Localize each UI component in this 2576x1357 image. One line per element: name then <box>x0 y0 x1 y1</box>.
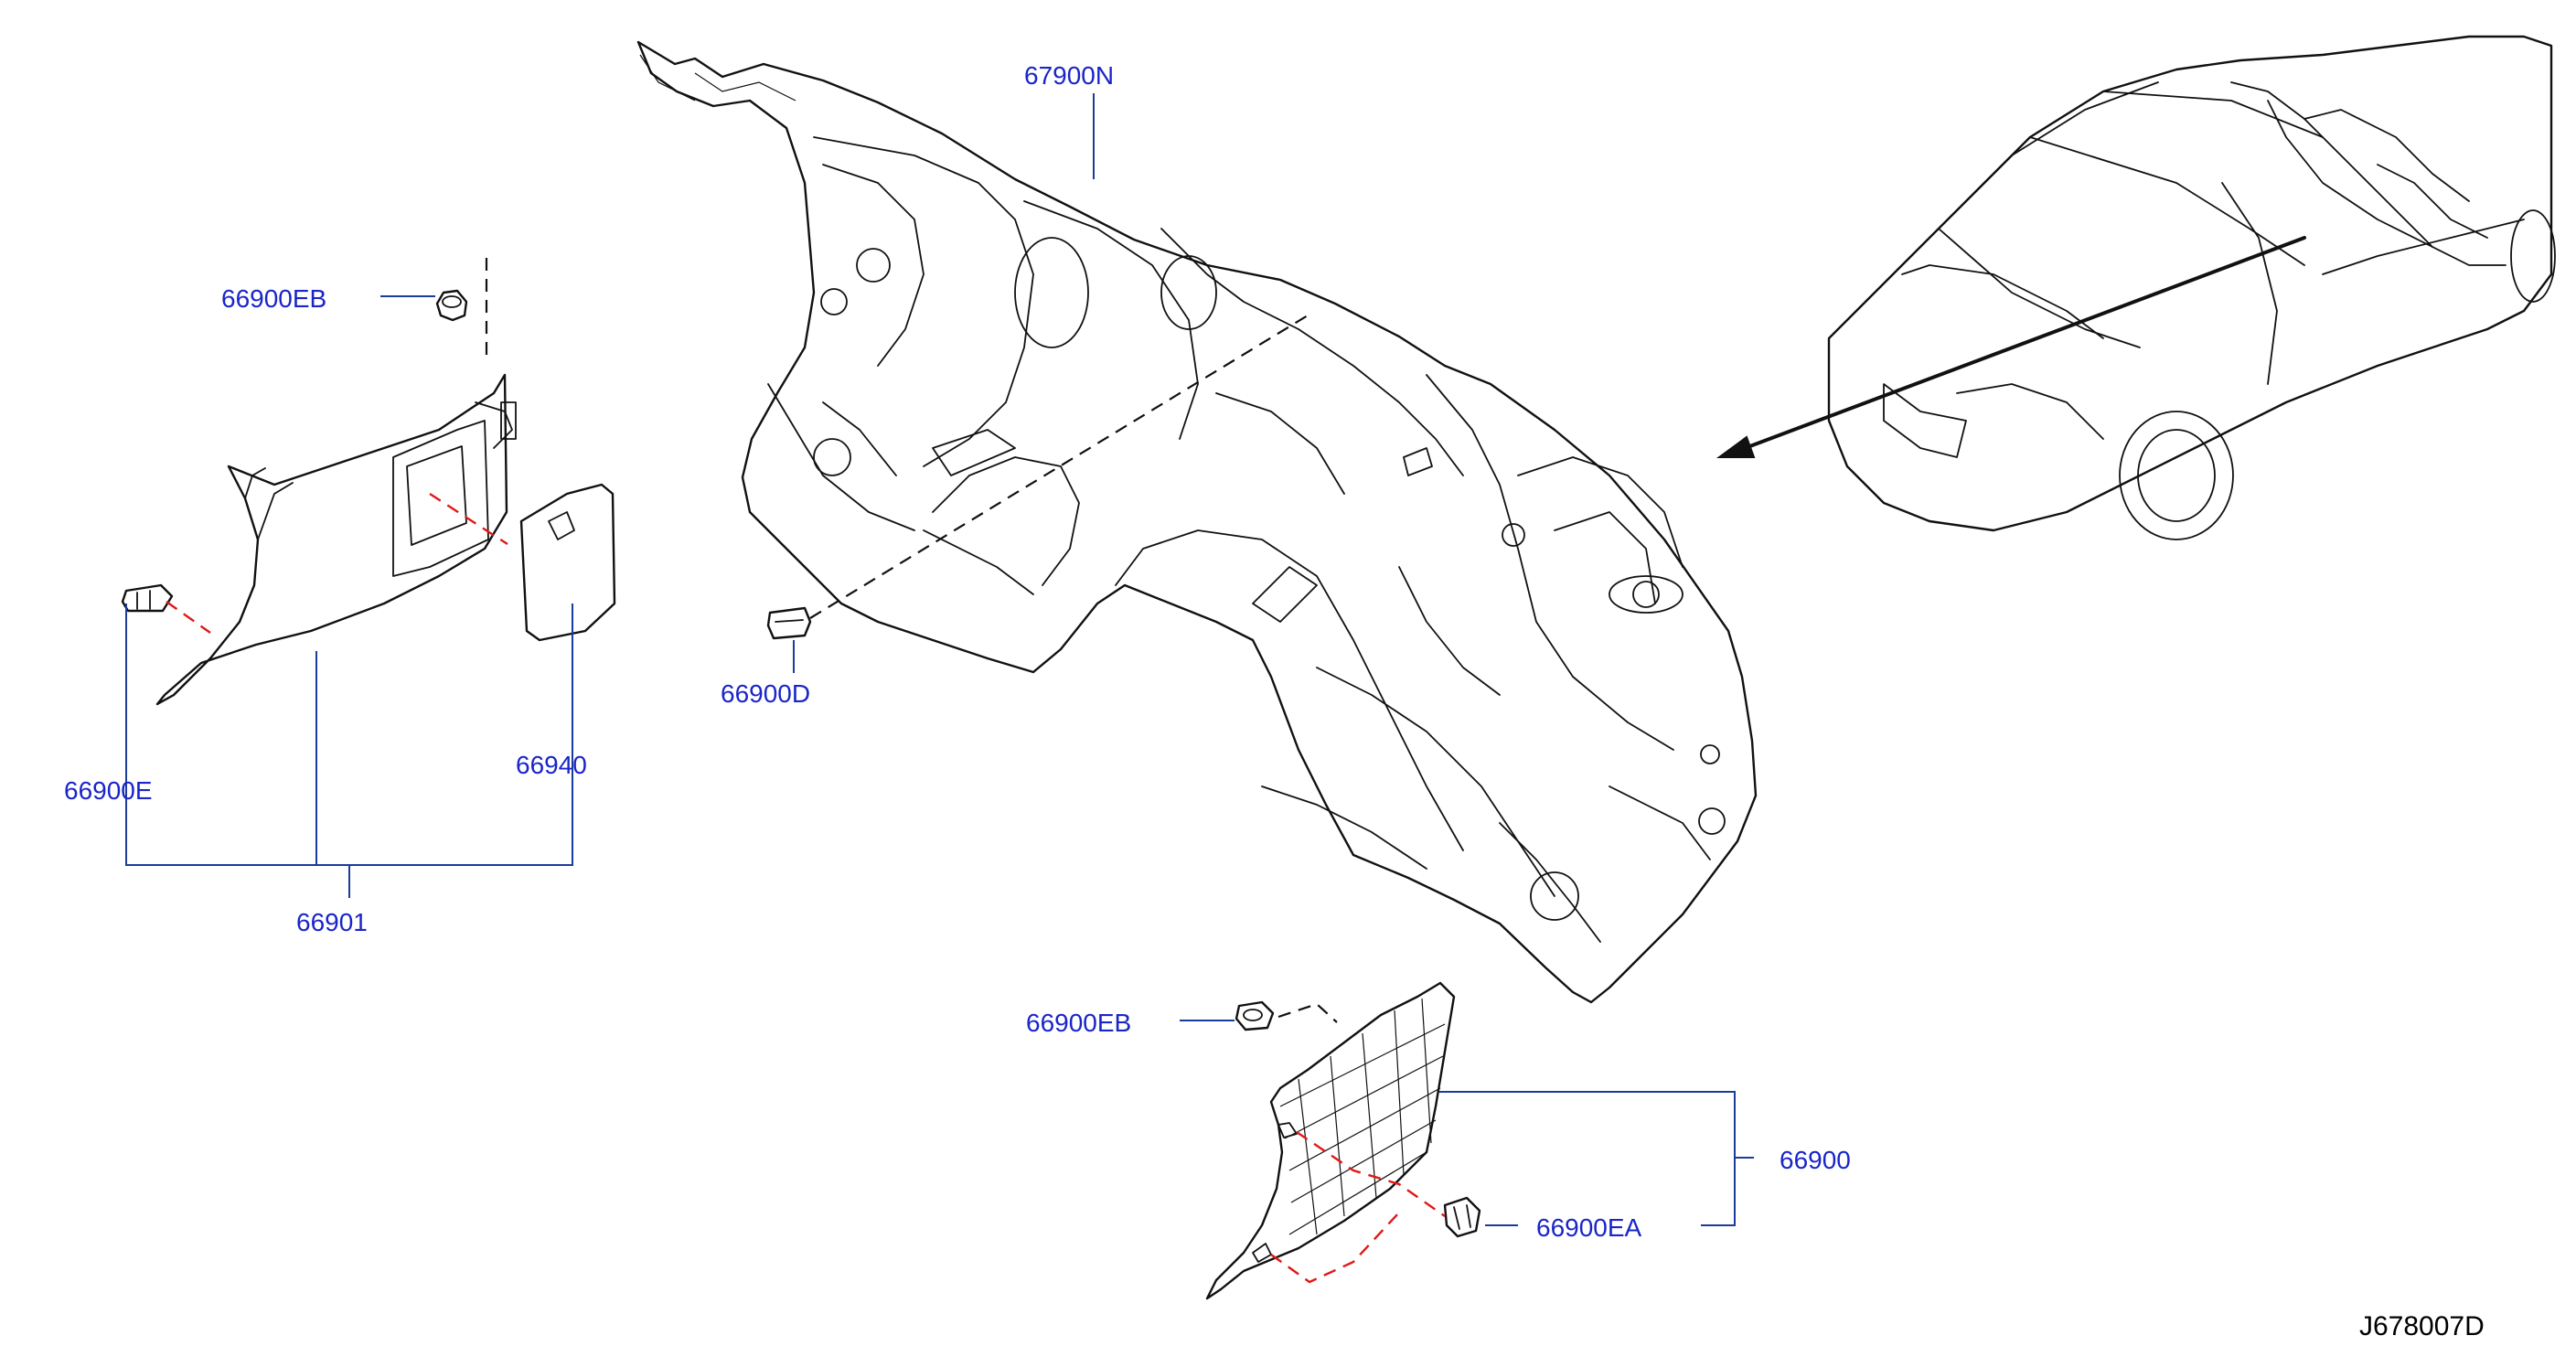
diagram-code: J678007D <box>2359 1311 2485 1341</box>
callout-66900ea: 66900EA <box>1536 1213 1642 1242</box>
callout-66900eb-lower: 66900EB <box>1026 1009 1131 1037</box>
callout-66901: 66901 <box>296 908 368 936</box>
clip-66900d <box>766 606 812 640</box>
finisher-right-66900 <box>1205 981 1456 1300</box>
leader-lines <box>125 93 1754 1226</box>
clip-66900ea <box>1443 1196 1481 1238</box>
callout-66900d: 66900D <box>721 679 810 708</box>
clip-66900eb-upper <box>435 289 468 322</box>
dash-insulator-67900n <box>636 40 1758 1004</box>
assembly-lines <box>166 258 1446 1284</box>
callout-66940: 66940 <box>516 751 587 779</box>
clip-66900eb-lower <box>1235 1000 1275 1031</box>
vehicle-outline <box>1716 35 2556 540</box>
callout-66900eb-upper: 66900EB <box>221 284 326 313</box>
callout-66900: 66900 <box>1780 1146 1851 1174</box>
callout-67900n: 67900N <box>1024 61 1114 90</box>
clip-66900e <box>121 583 174 613</box>
cover-lid-66940 <box>519 483 616 642</box>
callout-66900e: 66900E <box>64 776 153 805</box>
finisher-left-66901 <box>155 373 517 706</box>
